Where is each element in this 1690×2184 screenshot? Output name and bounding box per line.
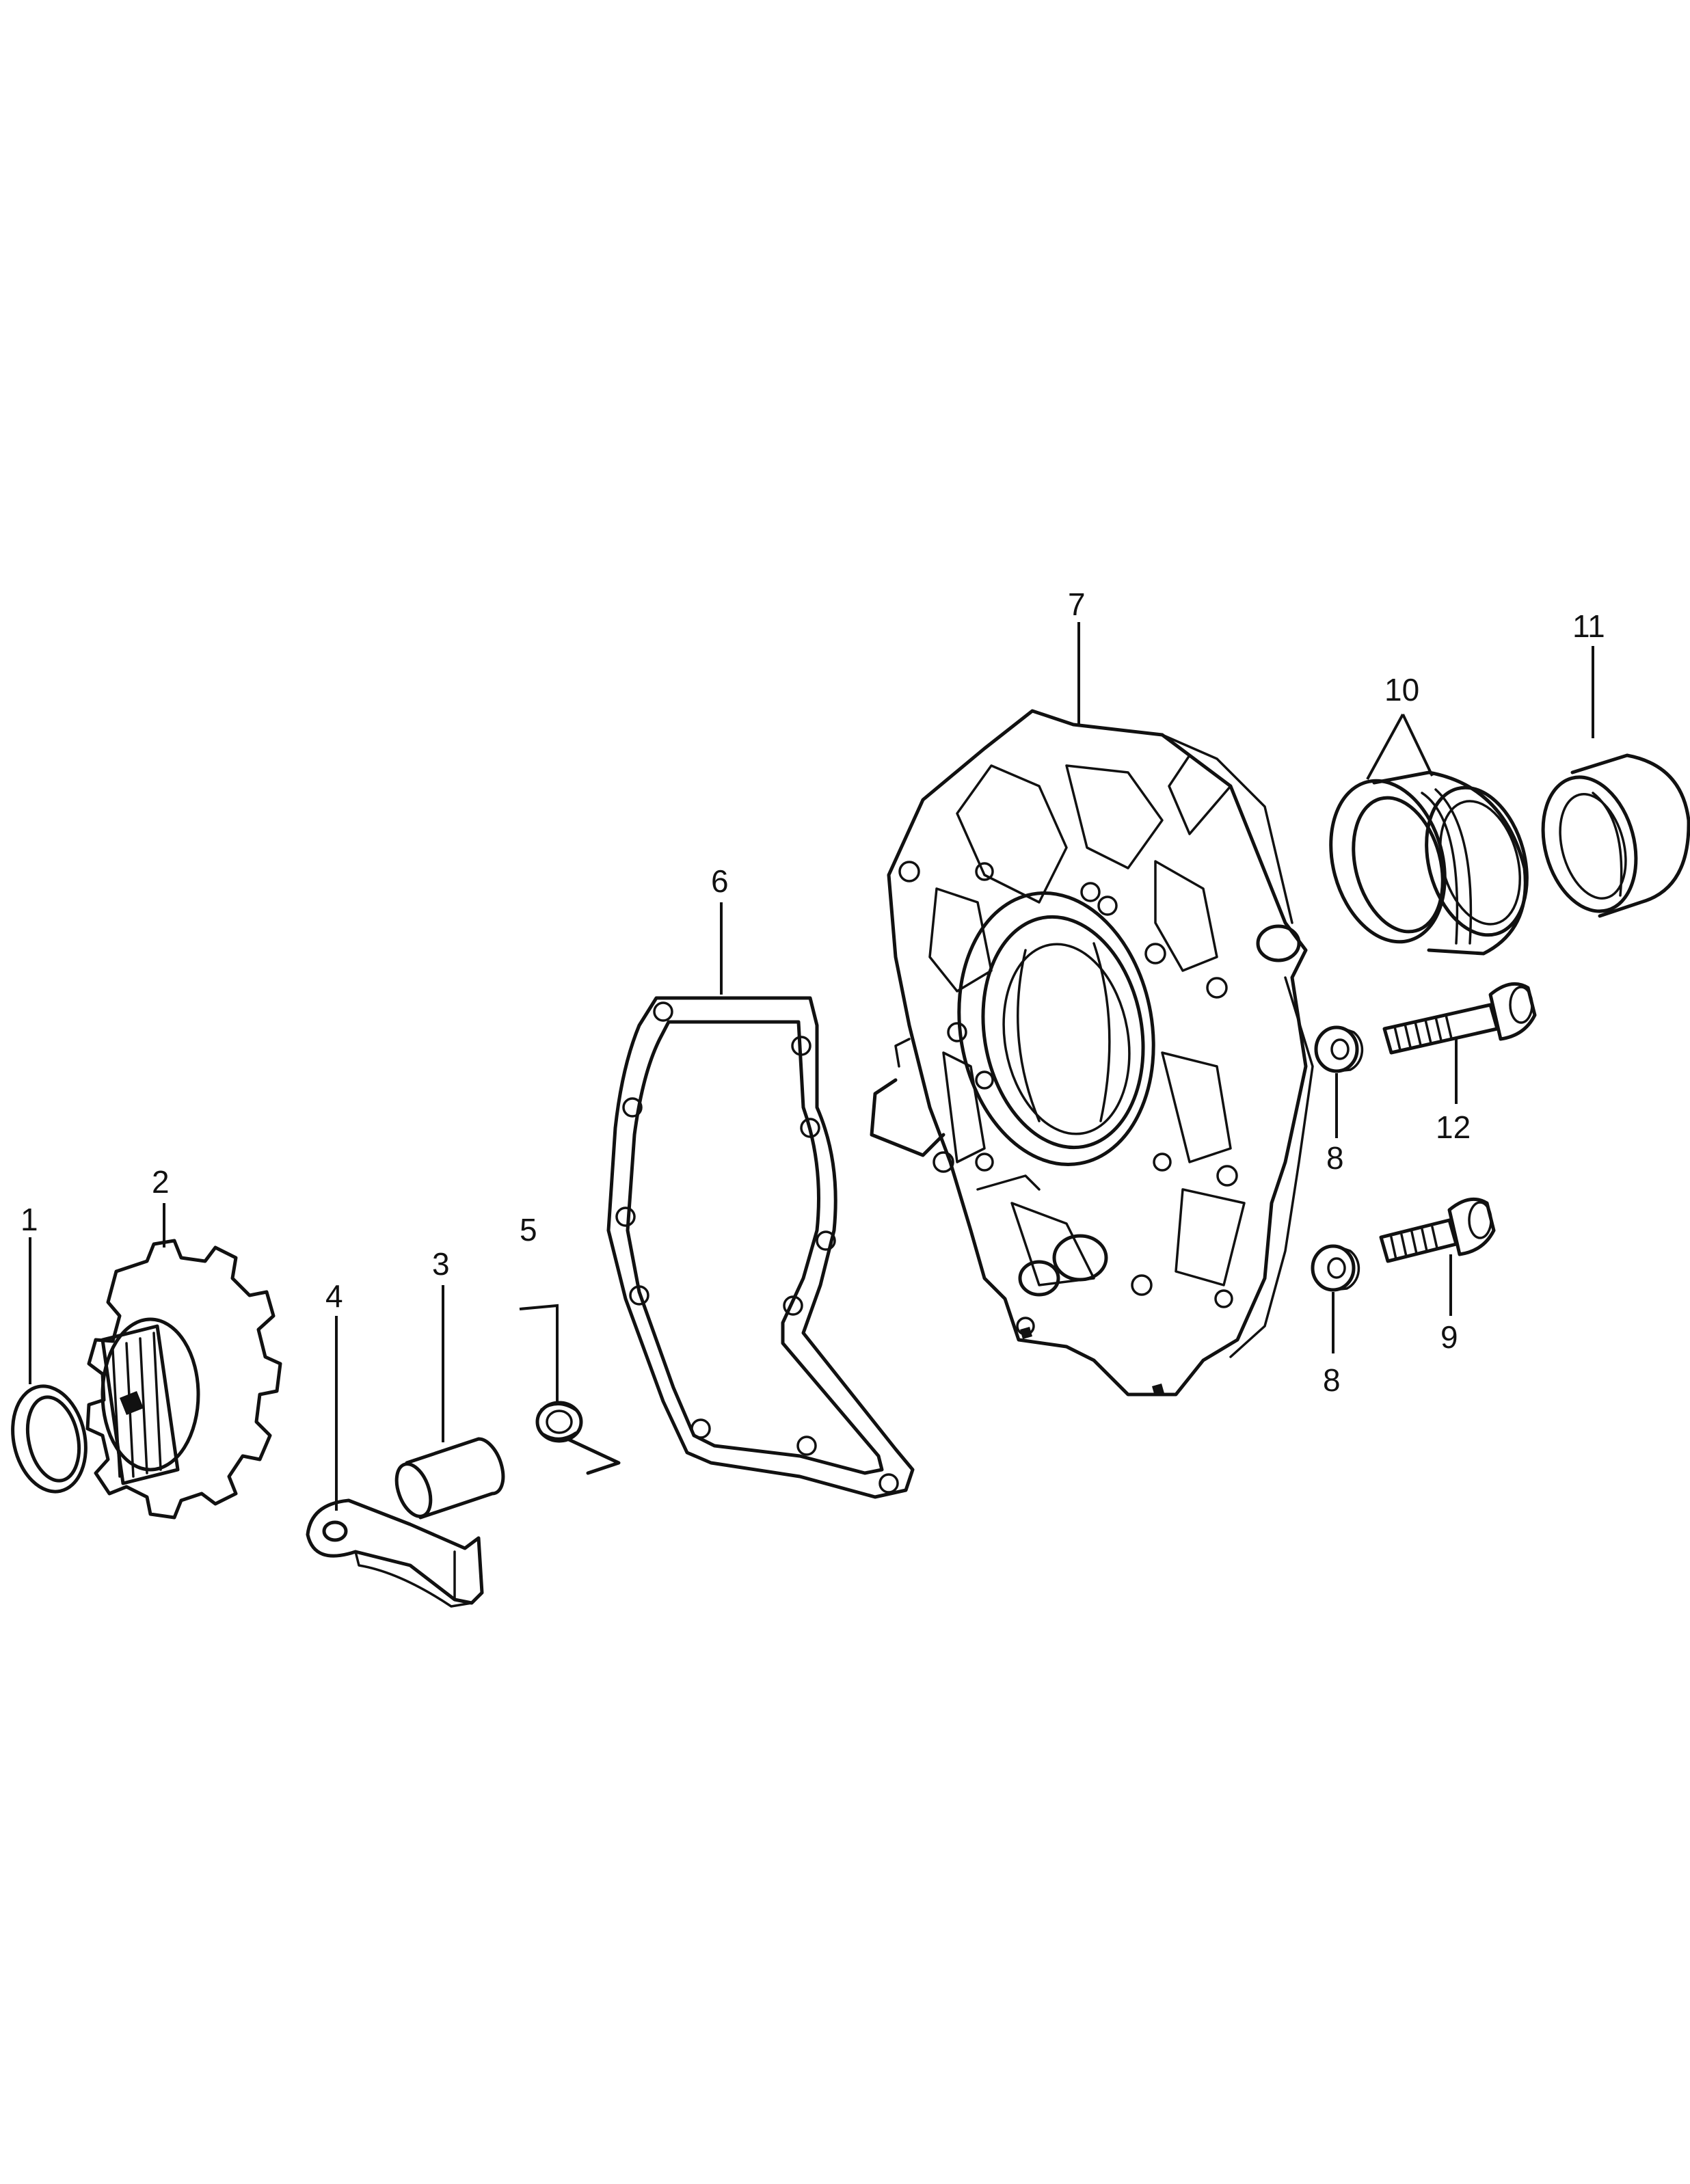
part-12-bolt-long — [1382, 982, 1537, 1055]
callout-12: 12 — [1436, 1109, 1471, 1145]
callout-4: 4 — [325, 1278, 343, 1314]
callout-2: 2 — [152, 1164, 170, 1200]
callout-9: 9 — [1440, 1319, 1458, 1355]
part-2-gear — [85, 1239, 282, 1520]
callout-3: 3 — [432, 1246, 450, 1282]
part-5-spring — [535, 1401, 621, 1475]
part-3-pin — [394, 1437, 505, 1520]
part-4-lever — [306, 1498, 484, 1608]
leader-10 — [1366, 714, 1434, 780]
callout-8b: 8 — [1323, 1362, 1341, 1398]
callout-6: 6 — [711, 863, 729, 899]
part-1-seal-ring — [11, 1384, 88, 1494]
callout-10: 10 — [1384, 672, 1419, 707]
callout-1: 1 — [21, 1202, 38, 1237]
leader-5 — [519, 1304, 559, 1403]
part-8-washer-upper — [1314, 1025, 1364, 1073]
part-11-bearing-cup — [1541, 753, 1690, 918]
part-10-ring-pair — [1329, 770, 1529, 956]
part-7-intermediate-plate — [870, 709, 1314, 1397]
callout-8a: 8 — [1326, 1140, 1344, 1176]
part-9-bolt-short — [1379, 1197, 1496, 1263]
callout-11: 11 — [1572, 608, 1605, 644]
part-6-gasket — [606, 996, 915, 1499]
part-8-washer-lower — [1311, 1244, 1360, 1292]
callout-5: 5 — [520, 1212, 537, 1248]
callout-7: 7 — [1068, 587, 1086, 622]
